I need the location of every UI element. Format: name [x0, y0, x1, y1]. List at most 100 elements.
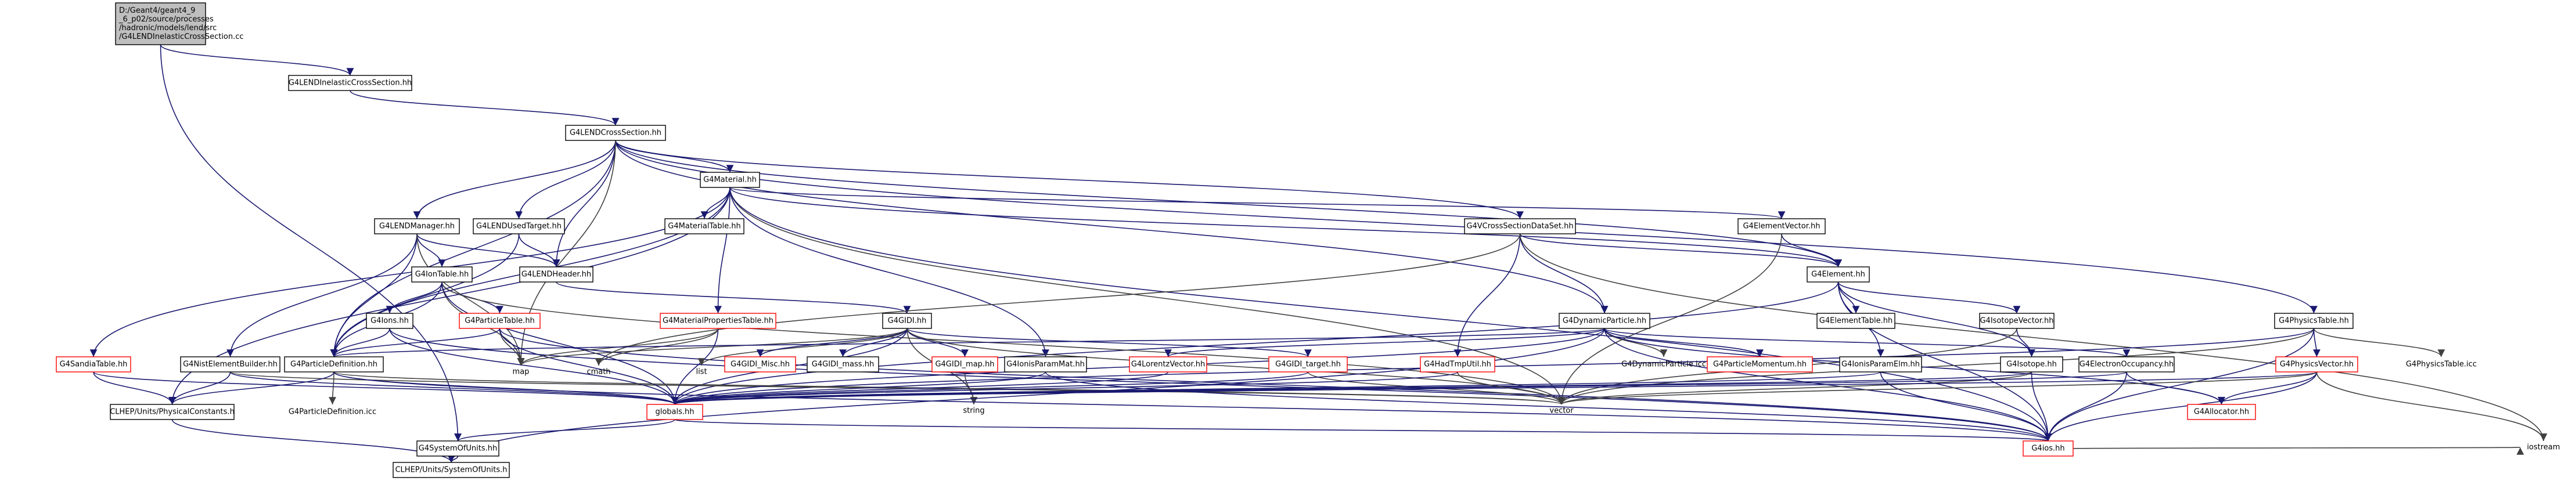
node-label-lendheader: G4LENDHeader.hh [521, 270, 591, 279]
node-label-matproptable: G4MaterialPropertiesTable.hh [663, 317, 773, 326]
node-box-ios [2023, 440, 2074, 457]
node-box-gidimisc [724, 356, 796, 372]
node-label-string: string [963, 407, 984, 415]
node-box-physconst [110, 404, 235, 420]
node-box-gidi [882, 313, 932, 329]
node-box-material [700, 172, 760, 188]
dependency-edges [89, 44, 2548, 463]
node-electronocc[interactable]: G4ElectronOccupancy.hh [2078, 356, 2175, 372]
node-lendheader[interactable]: G4LENDHeader.hh [519, 266, 593, 283]
edge-gidi-to-gidimass [839, 328, 908, 357]
edge-lendmanager-to-nistbuilder [226, 233, 418, 357]
node-box-lendusedtarget [473, 218, 565, 234]
edge-vcsds-to-element [1519, 233, 1842, 267]
node-iontable[interactable]: G4IonTable.hh [411, 266, 473, 283]
node-physconst[interactable]: CLHEP/Units/PhysicalConstants.h [110, 404, 235, 420]
edge-physicsvector-to-ios [2044, 371, 2318, 442]
node-lendcs[interactable]: G4LENDCrossSection.hh [565, 125, 666, 141]
edge-iontable-to-ions [386, 281, 442, 314]
node-hadtmpl[interactable]: G4HadTmpUtil.hh [1420, 356, 1495, 372]
node-lendmanager[interactable]: G4LENDManager.hh [374, 218, 460, 234]
node-box-ionisparamelm [1839, 356, 1922, 372]
node-box-element [1807, 266, 1870, 283]
node-lendusedtarget[interactable]: G4LENDUsedTarget.hh [473, 218, 565, 234]
node-box-matproptable [660, 313, 776, 329]
edge-lendusedtarget-to-lendheader [518, 233, 560, 267]
edge-iontable-to-vector [441, 281, 1566, 405]
node-box-ionisparammat [1004, 356, 1087, 372]
node-box-gidimap [931, 356, 998, 372]
node-vector: vector [1549, 407, 1574, 415]
edge-gidi-to-map [517, 328, 908, 366]
node-root[interactable]: D:/Geant4/geant4_9_6_p02/source/processe… [115, 2, 244, 45]
edge-material-to-ios [729, 187, 2052, 442]
node-momentum[interactable]: G4ParticleMomentum.hh [1707, 356, 1813, 372]
node-box-globals [646, 404, 703, 420]
edge-vcsds-to-dynparticle [1519, 233, 1609, 314]
node-nistbuilder[interactable]: G4NistElementBuilder.hh [180, 356, 280, 372]
edge-physicsvector-to-globals [671, 371, 2318, 405]
node-box-root [115, 2, 206, 45]
node-dynparticle[interactable]: G4DynamicParticle.hh [1559, 313, 1650, 329]
node-ionisparamelm[interactable]: G4IonisParamElm.hh [1839, 356, 1922, 372]
node-ios[interactable]: G4ios.hh [2023, 440, 2074, 457]
edge-particletable-to-particledef [330, 328, 501, 357]
node-giditarget[interactable]: G4GIDI_target.hh [1268, 356, 1348, 372]
node-box-lorentz [1129, 356, 1207, 372]
edge-hadtmpl-to-vector [1457, 371, 1566, 405]
node-globals[interactable]: globals.hh [646, 404, 703, 420]
node-label-physicsvector: G4PhysicsVector.hh [2280, 360, 2354, 369]
node-physicsvector[interactable]: G4PhysicsVector.hh [2275, 356, 2358, 372]
node-allocator[interactable]: G4Allocator.hh [2187, 404, 2256, 420]
node-lorentz[interactable]: G4LorentzVector.hh [1129, 356, 1207, 372]
node-material[interactable]: G4Material.hh [700, 172, 760, 188]
node-isotopevector[interactable]: G4IsotopeVector.hh [1979, 313, 2055, 329]
edge-lendcs-to-element [615, 140, 1842, 267]
node-inelastic[interactable]: G4LENDInelasticCrossSection.hh [288, 75, 412, 91]
edge-lendcs-to-dynparticle [615, 140, 1609, 314]
node-box-dynparticle [1559, 313, 1650, 329]
node-gidi[interactable]: G4GIDI.hh [882, 313, 932, 329]
node-box-allocator [2187, 404, 2256, 420]
node-vcsds[interactable]: G4VCrossSectionDataSet.hh [1464, 218, 1576, 234]
node-particletable[interactable]: G4ParticleTable.hh [459, 313, 541, 329]
node-label-element: G4Element.hh [1811, 270, 1865, 279]
edge-material-to-elementvector [729, 187, 1785, 219]
node-list: list [696, 368, 707, 377]
node-isotope[interactable]: G4Isotope.hh [2000, 356, 2063, 372]
edge-gidi-to-giditarget [906, 328, 1312, 357]
node-clhepsou[interactable]: CLHEP/Units/SystemOfUnits.h [393, 462, 510, 478]
node-physicstable[interactable]: G4PhysicsTable.hh [2274, 313, 2354, 329]
node-particledef[interactable]: G4ParticleDefinition.hh [284, 356, 384, 372]
node-matproptable[interactable]: G4MaterialPropertiesTable.hh [660, 313, 776, 329]
node-box-lendheader [519, 266, 593, 283]
edge-sandiatable-to-physconst [93, 371, 176, 405]
node-sandiatable[interactable]: G4SandiaTable.hh [56, 356, 131, 372]
edge-hadtmpl-to-globals [671, 371, 1458, 405]
node-label-particledeficc: G4ParticleDefinition.icc [289, 408, 376, 417]
node-label-elementtable: G4ElementTable.hh [1819, 317, 1893, 326]
node-ions[interactable]: G4Ions.hh [366, 313, 413, 329]
edge-electronocc-to-allocator [2126, 371, 2225, 405]
node-gidimap[interactable]: G4GIDI_map.hh [931, 356, 998, 372]
node-gidimisc[interactable]: G4GIDI_Misc.hh [724, 356, 796, 372]
edge-vcsds-to-cmath [595, 233, 1521, 366]
node-elementtable[interactable]: G4ElementTable.hh [1816, 313, 1895, 329]
edge-lendcs-to-map [517, 140, 616, 366]
edge-matproptable-to-cmath [595, 328, 719, 366]
edge-gidi-to-list [697, 328, 908, 366]
node-elementvector[interactable]: G4ElementVector.hh [1737, 218, 1826, 234]
node-ionisparammat[interactable]: G4IonisParamMat.hh [1004, 356, 1087, 372]
node-gidimass[interactable]: G4GIDI_mass.hh [807, 356, 879, 372]
node-element[interactable]: G4Element.hh [1807, 266, 1870, 283]
node-label-physicstable: G4PhysicsTable.hh [2279, 317, 2349, 326]
edge-lendusedtarget-to-particledef [330, 233, 520, 357]
node-box-momentum [1707, 356, 1813, 372]
node-label-root: _6_p02/source/processes [118, 15, 214, 24]
node-box-isotope [2000, 356, 2063, 372]
edge-ios-to-iostream [2073, 447, 2521, 456]
node-materialtable[interactable]: G4MaterialTable.hh [664, 218, 744, 234]
node-label-lendusedtarget: G4LENDUsedTarget.hh [476, 222, 562, 231]
node-systemofunits[interactable]: G4SystemOfUnits.hh [416, 440, 499, 457]
edge-vcsds-to-iostream [1519, 233, 2548, 442]
